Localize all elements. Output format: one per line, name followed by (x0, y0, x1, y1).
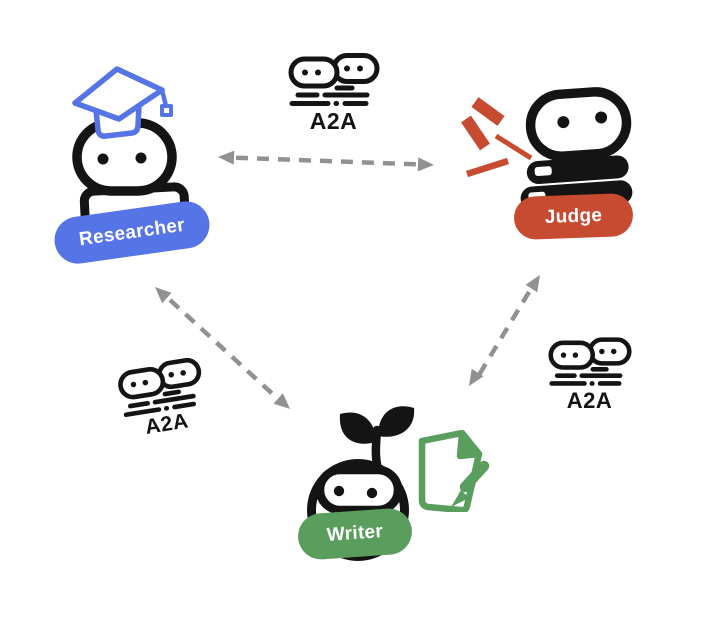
arrow-researcher-judge (218, 150, 434, 172)
a2a-badge-judge-writer: A2A (547, 337, 632, 414)
a2a-label: A2A (309, 108, 358, 134)
a2a-badge-researcher-judge: A2A (287, 53, 380, 135)
a2a-label: A2A (566, 388, 613, 413)
writer-label-pill: Writer (296, 507, 414, 561)
robot-head (525, 87, 632, 161)
judge-label-pill: Judge (513, 192, 634, 241)
graduation-cap-icon (72, 66, 173, 139)
arrow-judge-writer (469, 275, 540, 386)
researcher-label: Researcher (77, 214, 187, 250)
arrow-researcher-writer (155, 287, 290, 409)
writer-label: Writer (326, 521, 384, 546)
emphasis-marks-icon (461, 97, 533, 178)
document-pencil-icon (418, 430, 490, 512)
a2a-protocol-icon (547, 337, 632, 386)
judge-label: Judge (544, 204, 603, 228)
a2a-protocol-icon (118, 357, 202, 418)
a2a-protocol-icon (288, 53, 379, 106)
a2a-badge-researcher-writer: A2A (115, 356, 212, 444)
sprout-icon (339, 406, 415, 469)
